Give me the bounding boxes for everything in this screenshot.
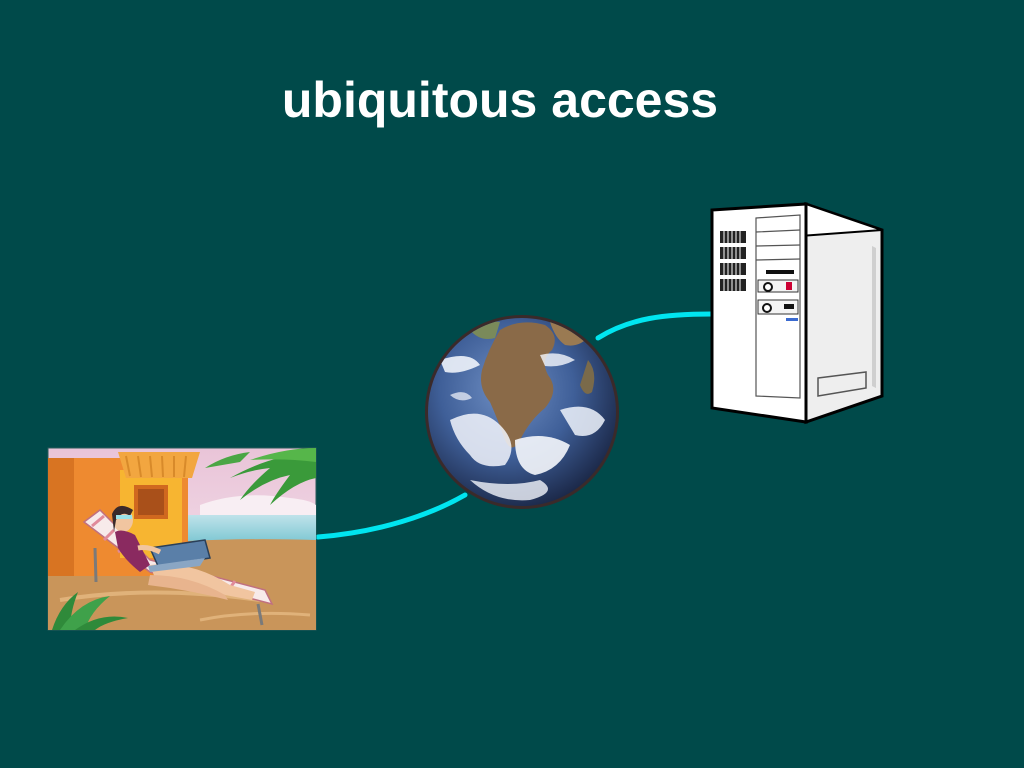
earth-globe-icon — [425, 315, 619, 509]
beach-laptop-clipart — [47, 447, 317, 631]
link-globe-to-server — [595, 311, 715, 341]
server-tower-icon — [710, 201, 884, 425]
slide-title: ubiquitous access — [281, 72, 719, 128]
link-beach-to-globe — [315, 492, 468, 540]
